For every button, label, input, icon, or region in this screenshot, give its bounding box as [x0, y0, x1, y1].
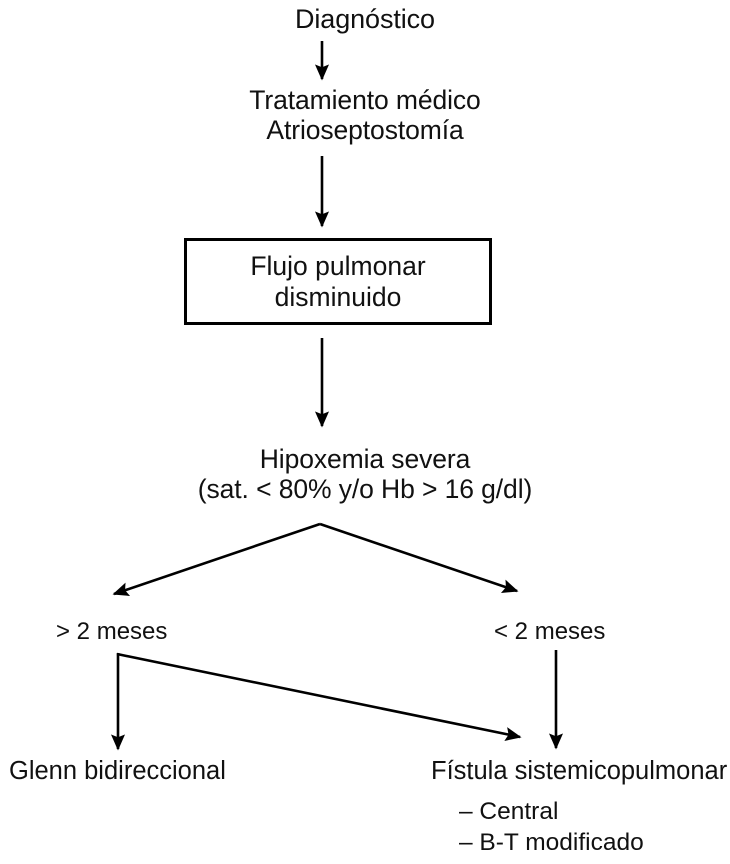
leaf-glenn-bidireccional: Glenn bidireccional: [9, 757, 226, 785]
leaf-fistula-sistemicopulmonar: Fístula sistemicopulmonar: [431, 757, 728, 785]
node-flujo-pulmonar-line1: Flujo pulmonar: [250, 251, 426, 282]
node-hipoxemia-severa: Hipoxemia severa (sat. < 80% y/o Hb > 16…: [0, 444, 730, 504]
fistula-option-bt-modificado: – B-T modificado: [459, 829, 644, 857]
branch-label-menor-2-meses: < 2 meses: [494, 618, 606, 645]
node-hipoxemia-line1: Hipoxemia severa: [259, 444, 471, 474]
node-hipoxemia-line2: (sat. < 80% y/o Hb > 16 g/dl): [197, 474, 533, 505]
node-flujo-pulmonar-line2: disminuido: [274, 281, 402, 312]
node-tratamiento-line2: Atrioseptostomía: [266, 115, 464, 146]
fistula-options-list: – Central – B-T modificado: [459, 796, 644, 859]
node-tratamiento-medico: Tratamiento médico Atrioseptostomía: [0, 85, 730, 145]
node-diagnostico: Diagnóstico: [0, 4, 730, 35]
node-flujo-pulmonar-label: Flujo pulmonar disminuido: [250, 251, 425, 311]
edge-hypoxemia-to-branch-right: [319, 522, 519, 593]
node-flujo-pulmonar-box: Flujo pulmonar disminuido: [184, 238, 492, 325]
branch-label-mayor-2-meses: > 2 meses: [56, 618, 168, 645]
node-tratamiento-line1: Tratamiento médico: [249, 85, 481, 115]
node-diagnostico-label: Diagnóstico: [295, 4, 435, 34]
edge-hypoxemia-to-branch-left: [112, 522, 321, 596]
fistula-option-central: – Central: [459, 798, 559, 825]
edge-branch-left-elbow-horizontal: [116, 652, 522, 741]
